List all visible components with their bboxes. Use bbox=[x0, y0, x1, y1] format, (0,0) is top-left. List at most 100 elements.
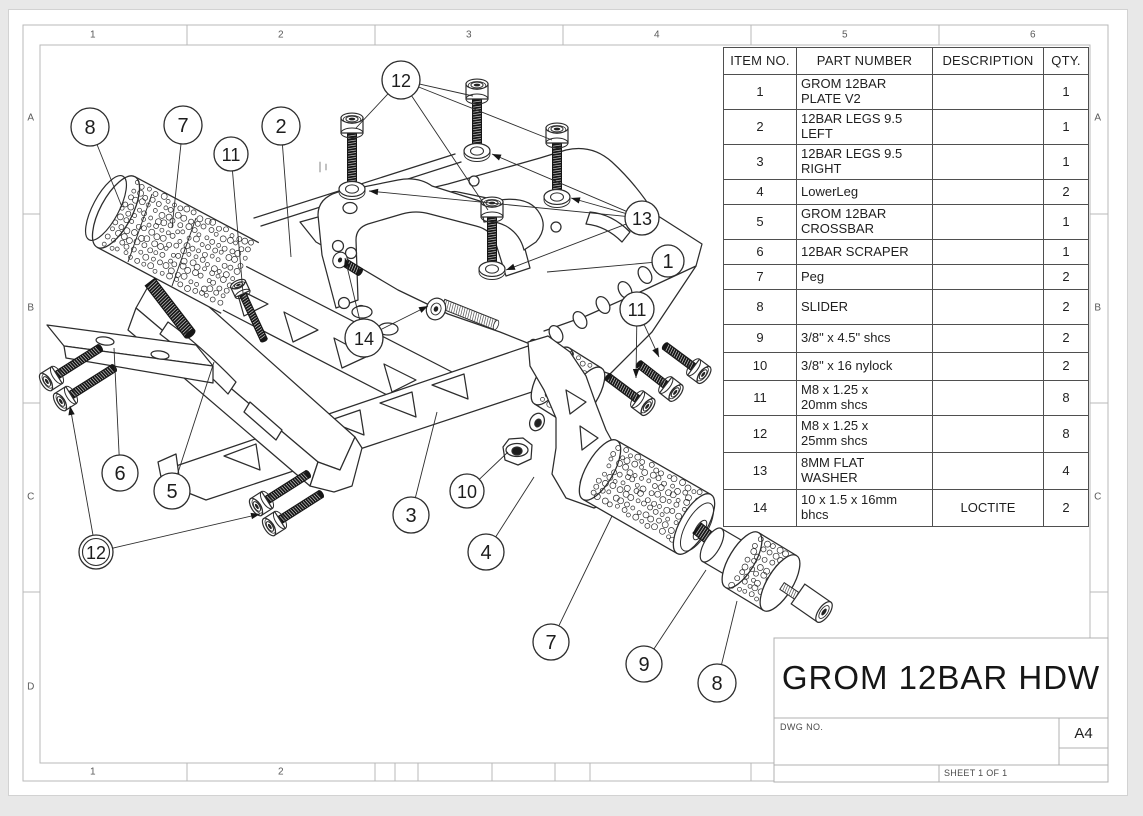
balloon-8: 8 bbox=[697, 600, 738, 703]
knurled-part bbox=[578, 439, 716, 555]
bom-cell-desc bbox=[932, 324, 1044, 353]
zone-label-A: A bbox=[1094, 112, 1102, 124]
zone-label-B: B bbox=[27, 302, 35, 314]
bom-cell-qty: 1 bbox=[1043, 109, 1089, 145]
zone-label-5: 5 bbox=[841, 29, 849, 41]
bom-cell-desc: LOCTITE bbox=[932, 489, 1044, 527]
bom-cell-qty: 1 bbox=[1043, 144, 1089, 180]
sheet-size-label: A4 bbox=[1074, 724, 1093, 742]
bom-cell-desc bbox=[932, 380, 1044, 416]
bom-cell-desc bbox=[932, 144, 1044, 180]
bom-cell-part: SLIDER bbox=[796, 289, 933, 325]
exploded-view-front-parts bbox=[46, 271, 627, 509]
bom-cell-item: 12 bbox=[723, 415, 797, 453]
zone-label-2: 2 bbox=[277, 29, 285, 41]
part-slider-assembly bbox=[699, 527, 833, 623]
balloon-number: 14 bbox=[354, 329, 374, 349]
balloon-number: 11 bbox=[222, 145, 241, 165]
plate-hook-slot bbox=[585, 211, 631, 243]
bom-header-desc: DESCRIPTION bbox=[932, 47, 1044, 75]
bom-cell-desc bbox=[932, 109, 1044, 145]
zone-label-A: A bbox=[27, 112, 35, 124]
bom-cell-part: GROM 12BAR PLATE V2 bbox=[796, 74, 933, 110]
balloon-14: 14 bbox=[344, 257, 429, 358]
bom-cell-qty: 4 bbox=[1043, 452, 1089, 490]
bom-header-row: ITEM NO. PART NUMBER DESCRIPTION QTY. bbox=[723, 47, 1089, 75]
balloon-number: 2 bbox=[275, 116, 286, 138]
bom-cell-item: 8 bbox=[723, 289, 797, 325]
drawing-title: GROM 12BAR HDW bbox=[781, 659, 1101, 696]
knurled-part bbox=[84, 175, 260, 314]
balloon-3: 3 bbox=[392, 411, 438, 534]
balloon-11: 11 bbox=[619, 291, 660, 379]
balloon-4: 4 bbox=[467, 476, 535, 571]
balloon-number: 8 bbox=[84, 117, 95, 139]
part-nylock-nut bbox=[502, 437, 533, 466]
zone-label-B: B bbox=[1094, 302, 1102, 314]
bom-cell-qty: 2 bbox=[1043, 289, 1089, 325]
balloon-number: 7 bbox=[545, 632, 556, 654]
title-block bbox=[773, 637, 1109, 783]
balloon-number: 4 bbox=[480, 542, 491, 564]
bom-cell-desc bbox=[932, 452, 1044, 490]
bom-cell-part: 12BAR LEGS 9.5 RIGHT bbox=[796, 144, 933, 180]
bom-cell-part: 8MM FLAT WASHER bbox=[796, 452, 933, 490]
bom-cell-part: 12BAR SCRAPER bbox=[796, 239, 933, 265]
bom-header-item: ITEM NO. bbox=[723, 47, 797, 75]
bom-cell-item: 2 bbox=[723, 109, 797, 145]
balloon-8: 8 bbox=[70, 107, 123, 208]
bom-cell-desc bbox=[932, 239, 1044, 265]
bom-cell-qty: 8 bbox=[1043, 380, 1089, 416]
bom-cell-part: M8 x 1.25 x 25mm shcs bbox=[796, 415, 933, 453]
bom-cell-item: 11 bbox=[723, 380, 797, 416]
dwg-no-label: DWG NO. bbox=[780, 722, 824, 732]
balloon-number: 8 bbox=[711, 673, 722, 695]
bom-cell-part: 3/8" x 16 nylock bbox=[796, 352, 933, 381]
part-scraper bbox=[46, 324, 214, 384]
balloon-13: 13 bbox=[368, 153, 660, 271]
bom-cell-item: 5 bbox=[723, 204, 797, 240]
balloon-2: 2 bbox=[261, 106, 301, 258]
bom-cell-qty: 2 bbox=[1043, 179, 1089, 205]
bom-cell-desc bbox=[932, 415, 1044, 453]
hardware-layer bbox=[38, 78, 833, 623]
zone-label-2: 2 bbox=[277, 766, 285, 778]
crossbar-end-block bbox=[309, 436, 363, 493]
bom-cell-qty: 2 bbox=[1043, 489, 1089, 527]
balloon-11: 11 bbox=[213, 136, 249, 294]
bom-header-part: PART NUMBER bbox=[796, 47, 933, 75]
bom-cell-part: Peg bbox=[796, 264, 933, 290]
balloon-12: 12 bbox=[68, 405, 261, 570]
knurled-part bbox=[721, 531, 801, 612]
bom-cell-part: GROM 12BAR CROSSBAR bbox=[796, 204, 933, 240]
part-left-leg bbox=[185, 251, 453, 413]
bom-cell-item: 13 bbox=[723, 452, 797, 490]
balloon-number: 5 bbox=[166, 481, 177, 503]
balloon-number: 9 bbox=[638, 654, 649, 676]
bom-cell-qty: 1 bbox=[1043, 204, 1089, 240]
zone-label-6: 6 bbox=[1029, 29, 1037, 41]
balloon-9: 9 bbox=[625, 569, 707, 683]
zone-label-4: 4 bbox=[653, 29, 661, 41]
balloon-number: 12 bbox=[86, 543, 106, 563]
bom-cell-item: 3 bbox=[723, 144, 797, 180]
bom-cell-desc bbox=[932, 74, 1044, 110]
sheet-border-frame bbox=[22, 24, 1109, 782]
balloon-number: 3 bbox=[405, 505, 416, 527]
zone-label-1: 1 bbox=[89, 29, 97, 41]
bom-cell-part: 3/8" x 4.5" shcs bbox=[796, 324, 933, 353]
bom-cell-desc bbox=[932, 179, 1044, 205]
bom-cell-qty: 1 bbox=[1043, 74, 1089, 110]
